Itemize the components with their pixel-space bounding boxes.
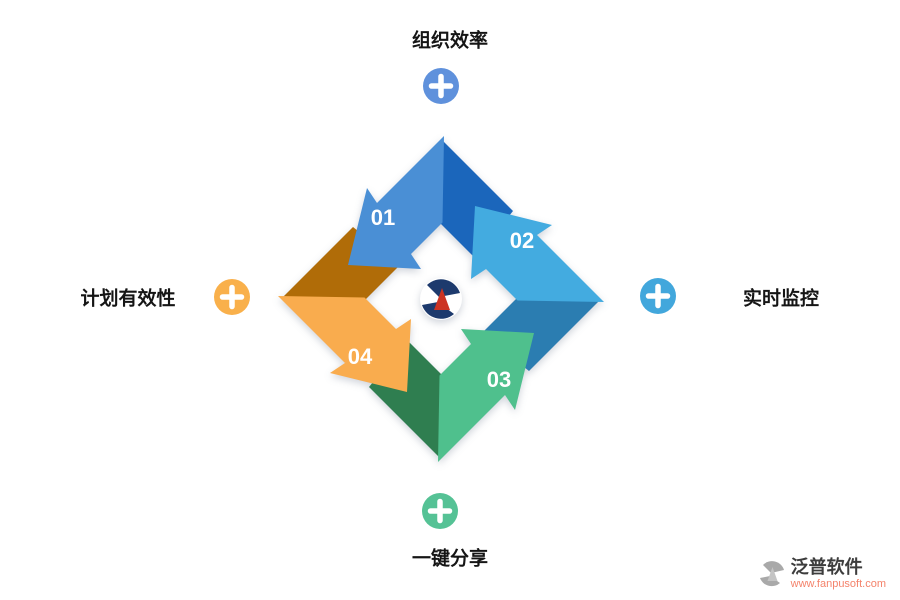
cycle-arrow-04 bbox=[278, 296, 411, 392]
step-number-02: 02 bbox=[510, 228, 534, 253]
center-logo-arc-bottom bbox=[422, 302, 454, 319]
footer-logo-arc-bottom bbox=[759, 576, 780, 587]
plus-icon-left bbox=[214, 279, 250, 315]
label-bottom: 一键分享 bbox=[411, 548, 489, 570]
label-right: 实时监控 bbox=[742, 288, 820, 310]
plus-icon-right bbox=[640, 278, 676, 314]
center-logo-arc-top bbox=[427, 279, 460, 297]
plus-glyph bbox=[427, 498, 453, 524]
cycle-arrow-02 bbox=[471, 206, 604, 302]
plus-icon-bottom bbox=[422, 493, 458, 529]
footer-logo-icon bbox=[759, 561, 784, 587]
footer-url: www.fanpusoft.com bbox=[790, 577, 886, 590]
footer-logo-arc-top bbox=[762, 561, 784, 574]
plus-glyph bbox=[219, 284, 245, 310]
footer-text: 泛普软件 www.fanpusoft.com bbox=[790, 557, 886, 590]
plus-glyph bbox=[645, 283, 671, 309]
center-logo-icon bbox=[420, 278, 462, 320]
footer-brand-name: 泛普软件 bbox=[790, 557, 863, 578]
plus-glyph bbox=[428, 73, 454, 99]
cycle-diagram: 01 02 03 04 bbox=[278, 136, 604, 462]
plus-icon-top bbox=[423, 68, 459, 104]
label-left: 计划有效性 bbox=[80, 288, 176, 310]
footer-brand-block: 泛普软件 www.fanpusoft.com bbox=[759, 557, 886, 590]
cycle-arrow-03 bbox=[438, 329, 534, 462]
step-number-04: 04 bbox=[348, 344, 373, 369]
center-logo-sail bbox=[434, 288, 450, 310]
step-number-03: 03 bbox=[487, 367, 511, 392]
label-top: 组织效率 bbox=[411, 30, 489, 52]
cycle-arrow-01 bbox=[348, 136, 444, 269]
footer-logo-sail bbox=[767, 567, 778, 582]
step-number-01: 01 bbox=[371, 205, 395, 230]
